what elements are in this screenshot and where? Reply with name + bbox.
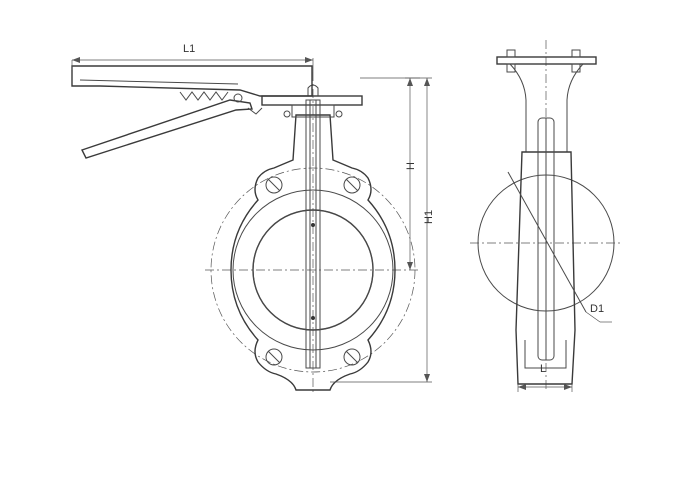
- valve-body-outline: [230, 114, 396, 391]
- neck: [291, 104, 335, 118]
- front-view: [71, 65, 420, 395]
- side-neck: [509, 63, 584, 152]
- side-top-plate: [496, 56, 597, 65]
- stem-cap: [307, 84, 319, 96]
- valve-stem: [305, 99, 321, 369]
- dimension-h1: H1: [330, 77, 435, 383]
- label-h1: H1: [423, 210, 435, 224]
- handle-lever: [71, 65, 313, 97]
- label-h: H: [405, 162, 417, 170]
- label-l: L: [540, 363, 546, 375]
- valve-disc-hatch: [252, 209, 374, 331]
- lug-hole-top-right: [343, 176, 361, 194]
- label-d1: D1: [590, 303, 604, 315]
- lug-hole-bottom-right: [343, 348, 361, 366]
- stem-pin-top: [311, 223, 315, 227]
- stem-pin-bottom: [311, 316, 315, 320]
- seat-ring: [232, 189, 394, 351]
- label-l1: L1: [183, 43, 195, 55]
- dimension-l1: L1: [71, 43, 314, 72]
- lug-hole-top-left: [265, 176, 283, 194]
- ratchet-teeth: [179, 91, 229, 101]
- side-view: [470, 40, 620, 390]
- dimension-h: H: [360, 77, 420, 270]
- lug-hole-bottom-left: [265, 348, 283, 366]
- side-disc-edge: [507, 171, 587, 313]
- trigger-lever: [81, 99, 253, 159]
- dimension-l: L: [517, 363, 573, 392]
- dimension-d1: D1: [585, 303, 612, 323]
